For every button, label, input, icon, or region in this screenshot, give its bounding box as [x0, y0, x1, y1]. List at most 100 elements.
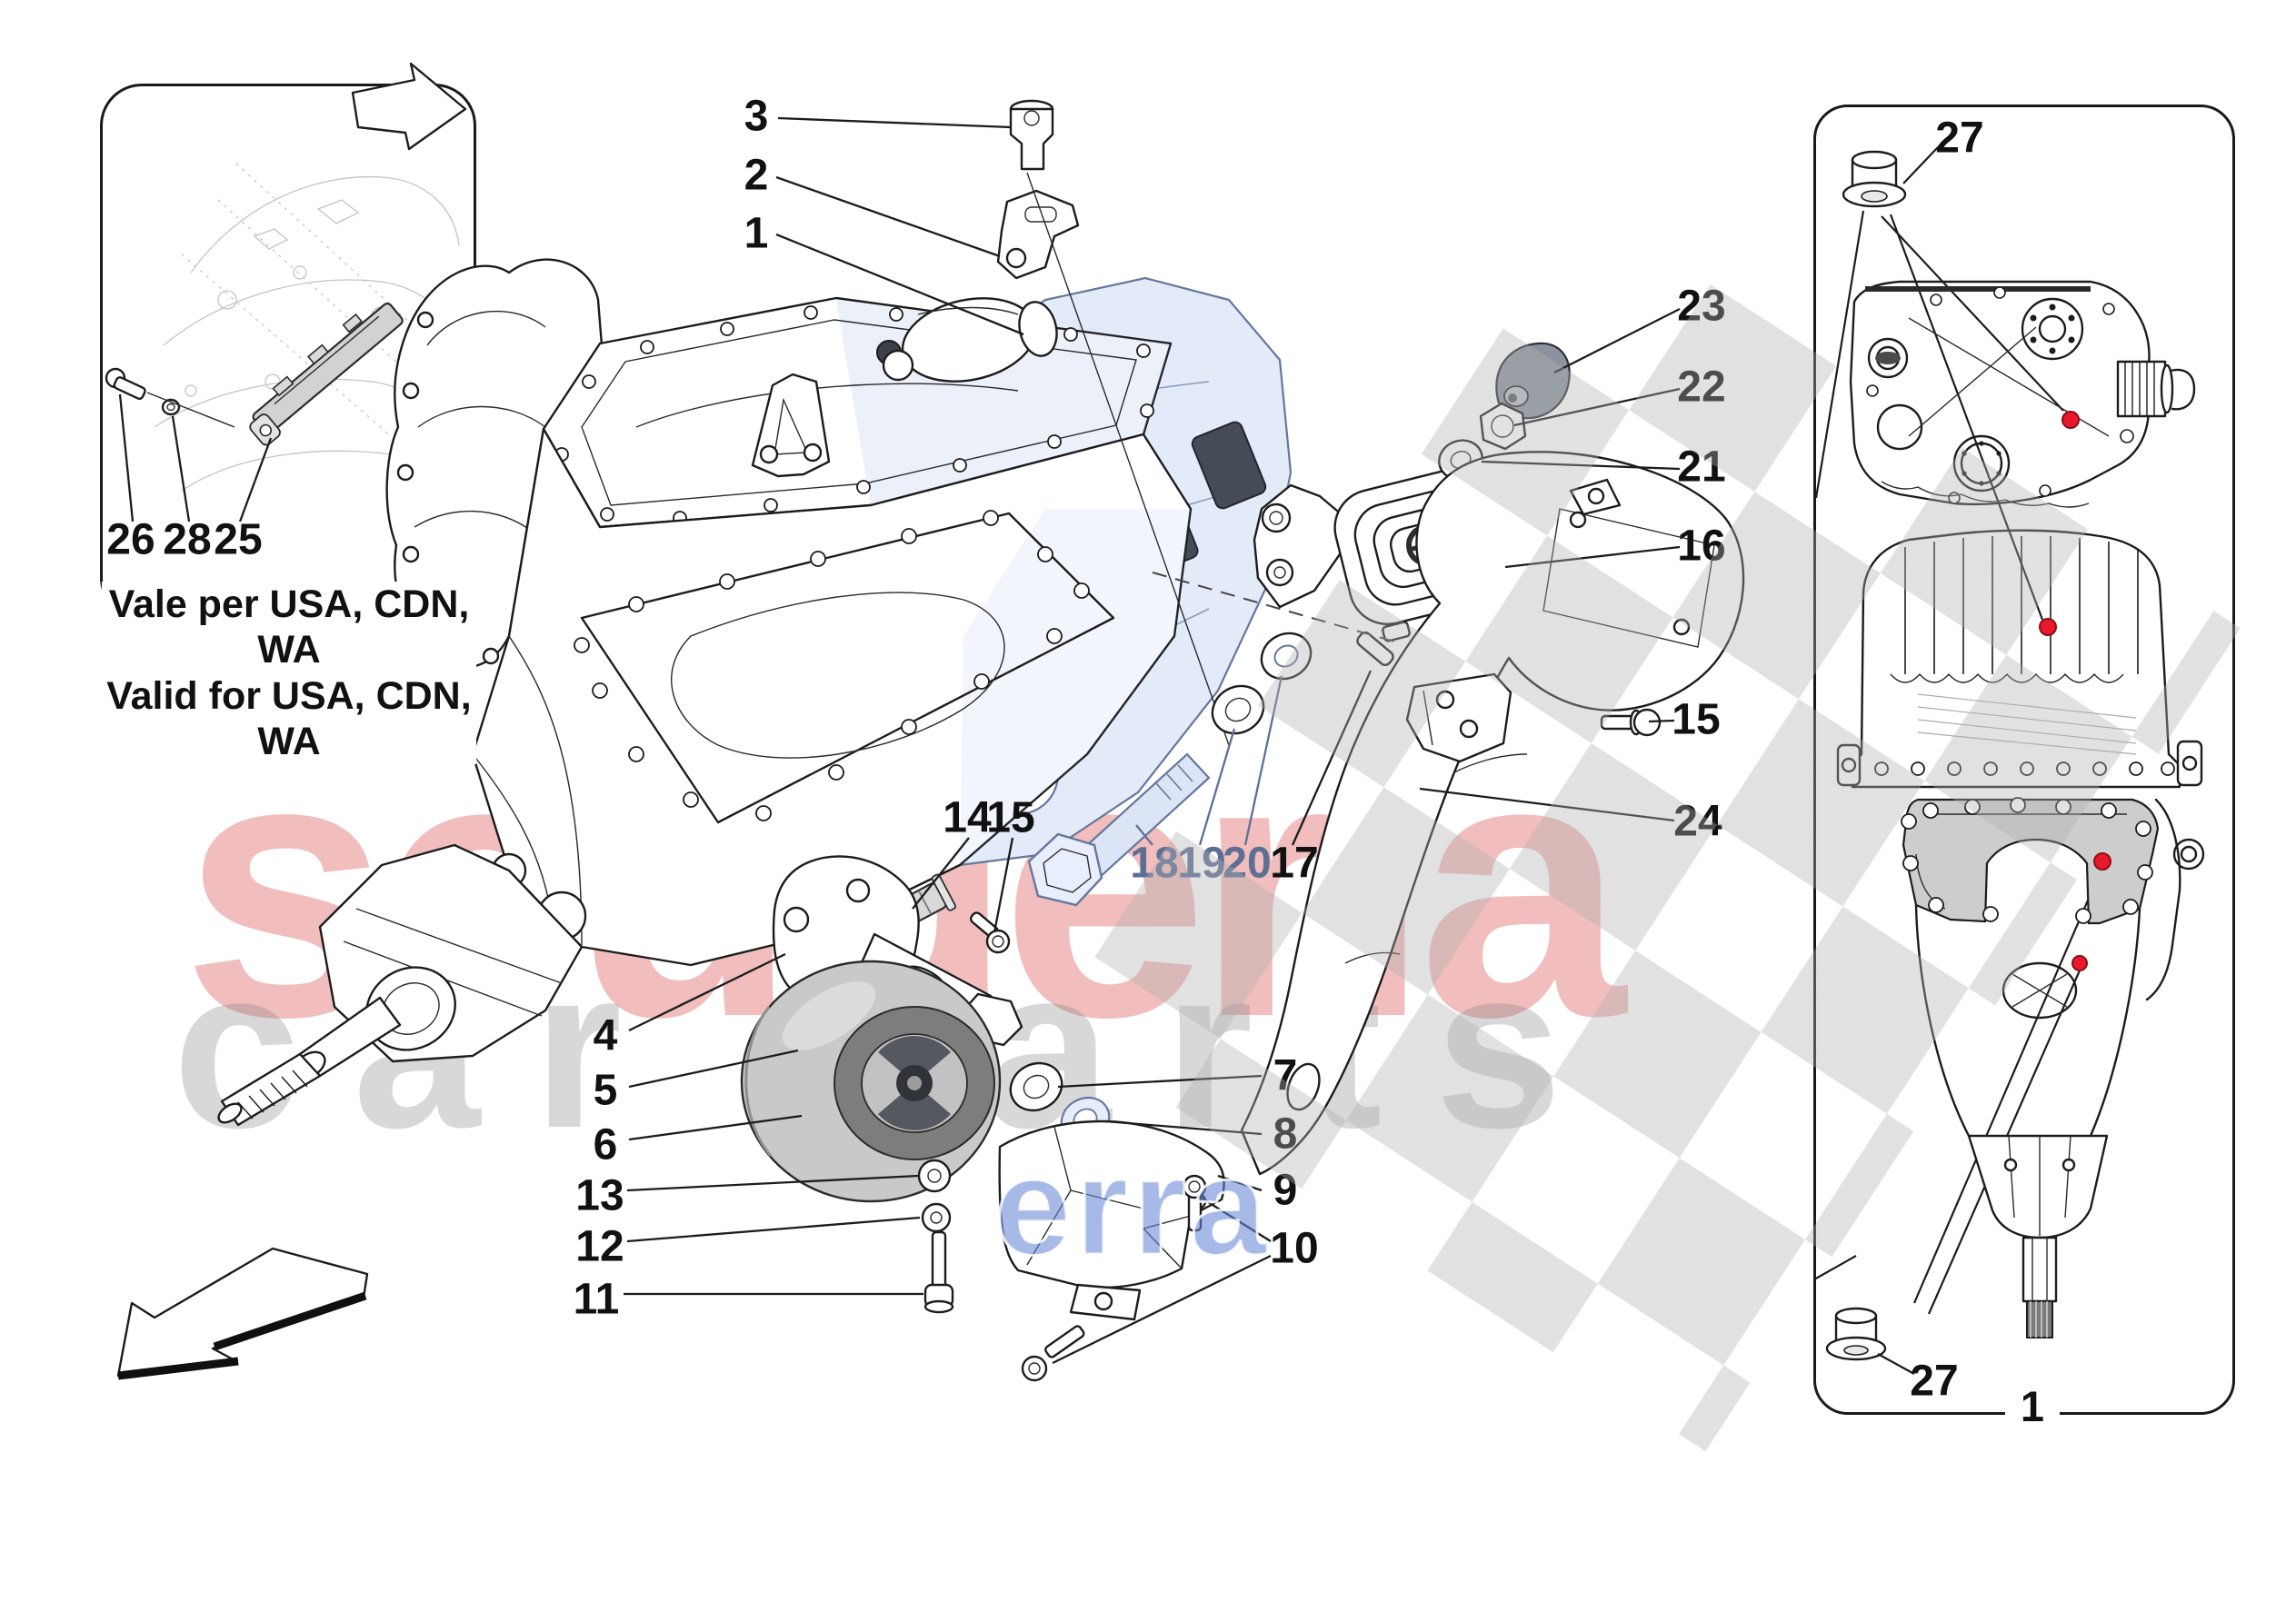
part-bolt-3 [1009, 99, 1054, 171]
inset-note-italian: Vale per USA, CDN, WA [108, 582, 470, 672]
leader-line [1419, 787, 1675, 822]
part-bolt-10a [1182, 1174, 1207, 1232]
callout-label-22: 22 [1677, 363, 1725, 412]
callout-label-25: 25 [214, 516, 262, 564]
callout-labels: 3212322211615241415181920177891045613121… [106, 93, 1983, 1406]
inset-part-bolt-26 [105, 367, 146, 401]
panel-plug-27-bottom [1825, 1307, 1887, 1361]
panel-view-top [1836, 529, 2205, 1338]
assembly-axis-line [1026, 172, 1230, 746]
leader-line [1481, 460, 1681, 471]
leader-line [628, 952, 786, 1032]
part-washer-19 [1211, 684, 1265, 735]
part-nut-22 [1479, 402, 1527, 451]
leader-line [238, 437, 273, 522]
leader-line [1291, 670, 1373, 846]
leader-line [1135, 824, 1153, 846]
gearbox-pump-motor [882, 297, 1058, 383]
callout-label-20: 20 [1223, 840, 1271, 888]
leader-line [1902, 146, 1939, 184]
callout-label-1: 1 [744, 210, 769, 258]
callout-label-8: 8 [1273, 1110, 1298, 1159]
leader-line [171, 415, 191, 522]
callout-label-3: 3 [744, 93, 769, 141]
gearbox-top-bracket-tower [751, 373, 831, 478]
gearbox-output-shaft [217, 996, 402, 1127]
callout-label-24: 24 [1673, 798, 1722, 846]
inset-direction-arrow [351, 62, 467, 151]
red-location-dot [2061, 411, 2080, 429]
leader-line [775, 233, 1024, 336]
part-heat-shield-24 [1240, 451, 1745, 1176]
part-bolt-15-left [969, 911, 1011, 954]
red-location-dot [2039, 618, 2057, 636]
part-washer-13 [917, 1159, 952, 1193]
leader-line [118, 393, 135, 522]
callout-label-11: 11 [574, 1276, 620, 1324]
callout-label-15: 15 [986, 794, 1034, 842]
callout-label-7: 7 [1273, 1052, 1298, 1100]
part-pin-17 [1356, 631, 1394, 667]
part-damper-6 [740, 960, 1002, 1203]
leader-line [912, 837, 970, 910]
inset-part-rail-25 [249, 302, 404, 446]
callout-label-27: 27 [1935, 114, 1983, 163]
leader-line [1513, 387, 1681, 427]
callout-label-10: 10 [1270, 1225, 1318, 1273]
leader-line [1243, 675, 1283, 846]
red-location-dot [2071, 955, 2088, 971]
callout-label-17: 17 [1270, 840, 1318, 888]
panel-callout-1: 1 [2005, 1381, 2060, 1431]
callout-label-27: 27 [1910, 1358, 1958, 1406]
main-direction-arrow [116, 1247, 369, 1380]
panel-view-side [1849, 280, 2196, 508]
leader-line [775, 175, 1001, 258]
part-bolt-18 [1027, 752, 1211, 907]
part-washer-20 [1260, 632, 1313, 681]
leader-line [1217, 1174, 1263, 1192]
leader-line [626, 1174, 919, 1192]
watermark-overlay-text: erra [993, 1129, 1271, 1284]
inset-note-english: Valid for USA, CDN, WA [106, 673, 472, 763]
leader-line [1198, 728, 1236, 846]
leader-line [1052, 1254, 1272, 1365]
part-bracket-2 [996, 189, 1080, 280]
callout-label-21: 21 [1677, 443, 1725, 492]
callout-label-6: 6 [594, 1121, 618, 1169]
red-location-dot [2093, 852, 2111, 871]
callout-label-28: 28 [163, 516, 211, 564]
gearbox-main-case [471, 427, 1193, 967]
leader-line [1877, 1352, 1915, 1376]
callout-label-23: 23 [1677, 283, 1725, 331]
leader-line [777, 116, 1012, 129]
callout-label-18: 18 [1130, 840, 1178, 888]
leader-line [1104, 1119, 1263, 1136]
callout-label-15: 15 [1672, 696, 1720, 744]
leader-line [628, 1114, 803, 1141]
callout-label-5: 5 [594, 1067, 618, 1115]
inset-axis-line [146, 392, 235, 428]
callout-label-26: 26 [106, 516, 155, 564]
callout-leader-lines [118, 116, 1939, 1376]
leader-line [1504, 545, 1681, 569]
panel-plug-27-top [1842, 150, 1907, 208]
leader-line [626, 1216, 921, 1243]
part-bolt-15-right [1600, 708, 1662, 737]
leader-line [628, 1049, 799, 1089]
inset-note: Vale per USA, CDN, WA Valid for USA, CDN… [102, 582, 476, 765]
part-washer-12 [921, 1202, 952, 1233]
location-red-dots [2039, 411, 2111, 971]
callout-label-2: 2 [744, 152, 769, 200]
part-bracket-9 [998, 1119, 1225, 1321]
callout-label-13: 13 [575, 1172, 624, 1220]
leader-line [1553, 307, 1681, 374]
part-bolt-10b [1021, 1325, 1085, 1382]
part-bolt-11 [923, 1230, 954, 1314]
leader-line [993, 837, 1014, 933]
callout-label-12: 12 [575, 1223, 624, 1271]
callout-label-14: 14 [943, 794, 992, 842]
callout-label-19: 19 [1177, 840, 1225, 888]
callout-label-16: 16 [1677, 522, 1725, 571]
